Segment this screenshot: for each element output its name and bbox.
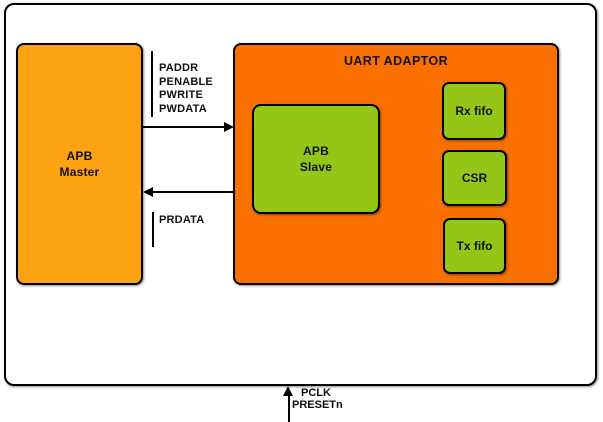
apb-slave-label-line2: Slave bbox=[299, 160, 333, 174]
apb-slave-label-line1: APB bbox=[303, 144, 329, 158]
read-bus-tick-line bbox=[152, 212, 154, 247]
arrowhead-left-icon bbox=[143, 187, 153, 197]
apb-master-block: APB Master bbox=[16, 43, 143, 285]
csr-block: CSR bbox=[442, 150, 507, 206]
signal-label-presetn: PRESETn bbox=[292, 399, 343, 411]
signal-label-pwdata: PWDATA bbox=[159, 102, 207, 115]
signal-label-prdata: PRDATA bbox=[159, 214, 205, 226]
clock-arrow-line bbox=[288, 395, 290, 422]
write-bus-tick-line bbox=[151, 51, 153, 117]
signal-label-paddr: PADDR bbox=[159, 62, 199, 74]
signal-label-pwrite: PWRITE bbox=[159, 89, 203, 101]
apb-master-label-line1: APB bbox=[66, 149, 93, 163]
uart-adaptor-title: UART ADAPTOR bbox=[343, 54, 449, 68]
signal-label-pclk: PCLK bbox=[301, 387, 331, 399]
signal-label-penable: PENABLE bbox=[159, 75, 213, 88]
tx-fifo-block: Tx fifo bbox=[443, 218, 506, 274]
rx-fifo-label: Rx fifo bbox=[455, 104, 493, 118]
write-bus-signal-labels: PADDR PENABLE PWRITE PWDATA bbox=[159, 62, 213, 116]
rx-fifo-block: Rx fifo bbox=[442, 82, 506, 140]
apb-slave-block: APB Slave bbox=[252, 104, 380, 214]
csr-label: CSR bbox=[461, 171, 488, 185]
arrowhead-up-icon bbox=[283, 386, 293, 396]
write-bus-arrow-line bbox=[143, 126, 224, 128]
read-bus-arrow-line bbox=[153, 191, 233, 193]
arrowhead-right-icon bbox=[224, 122, 234, 132]
tx-fifo-label: Tx fifo bbox=[456, 239, 493, 253]
apb-master-label-line2: Master bbox=[59, 165, 100, 179]
